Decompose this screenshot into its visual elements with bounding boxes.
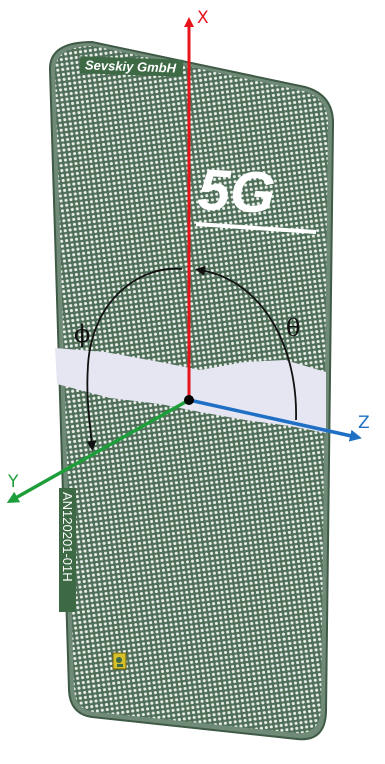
part-number-box: AN120201-01H	[59, 488, 76, 612]
origin-point	[184, 395, 194, 405]
brand-label-box: Sevskiy GmbH	[79, 56, 184, 77]
logo-underline	[195, 222, 317, 234]
connector-icon	[112, 652, 127, 670]
theta-label: θ	[286, 314, 300, 342]
phi-label: ϕ	[74, 320, 90, 348]
antenna-board: Sevskiy GmbH 5G AN120201-01H	[48, 40, 335, 741]
x-axis-label: X	[197, 8, 209, 28]
technology-label: 5G	[196, 157, 277, 226]
z-axis	[188, 398, 362, 442]
y-axis-label: Y	[7, 472, 19, 492]
z-axis-label: Z	[358, 413, 370, 433]
y-axis	[6, 398, 190, 503]
phi-arc	[86, 267, 183, 451]
theta-arc	[195, 265, 297, 421]
part-number-label: AN120201-01H	[60, 492, 75, 582]
brand-label: Sevskiy GmbH	[85, 57, 177, 75]
